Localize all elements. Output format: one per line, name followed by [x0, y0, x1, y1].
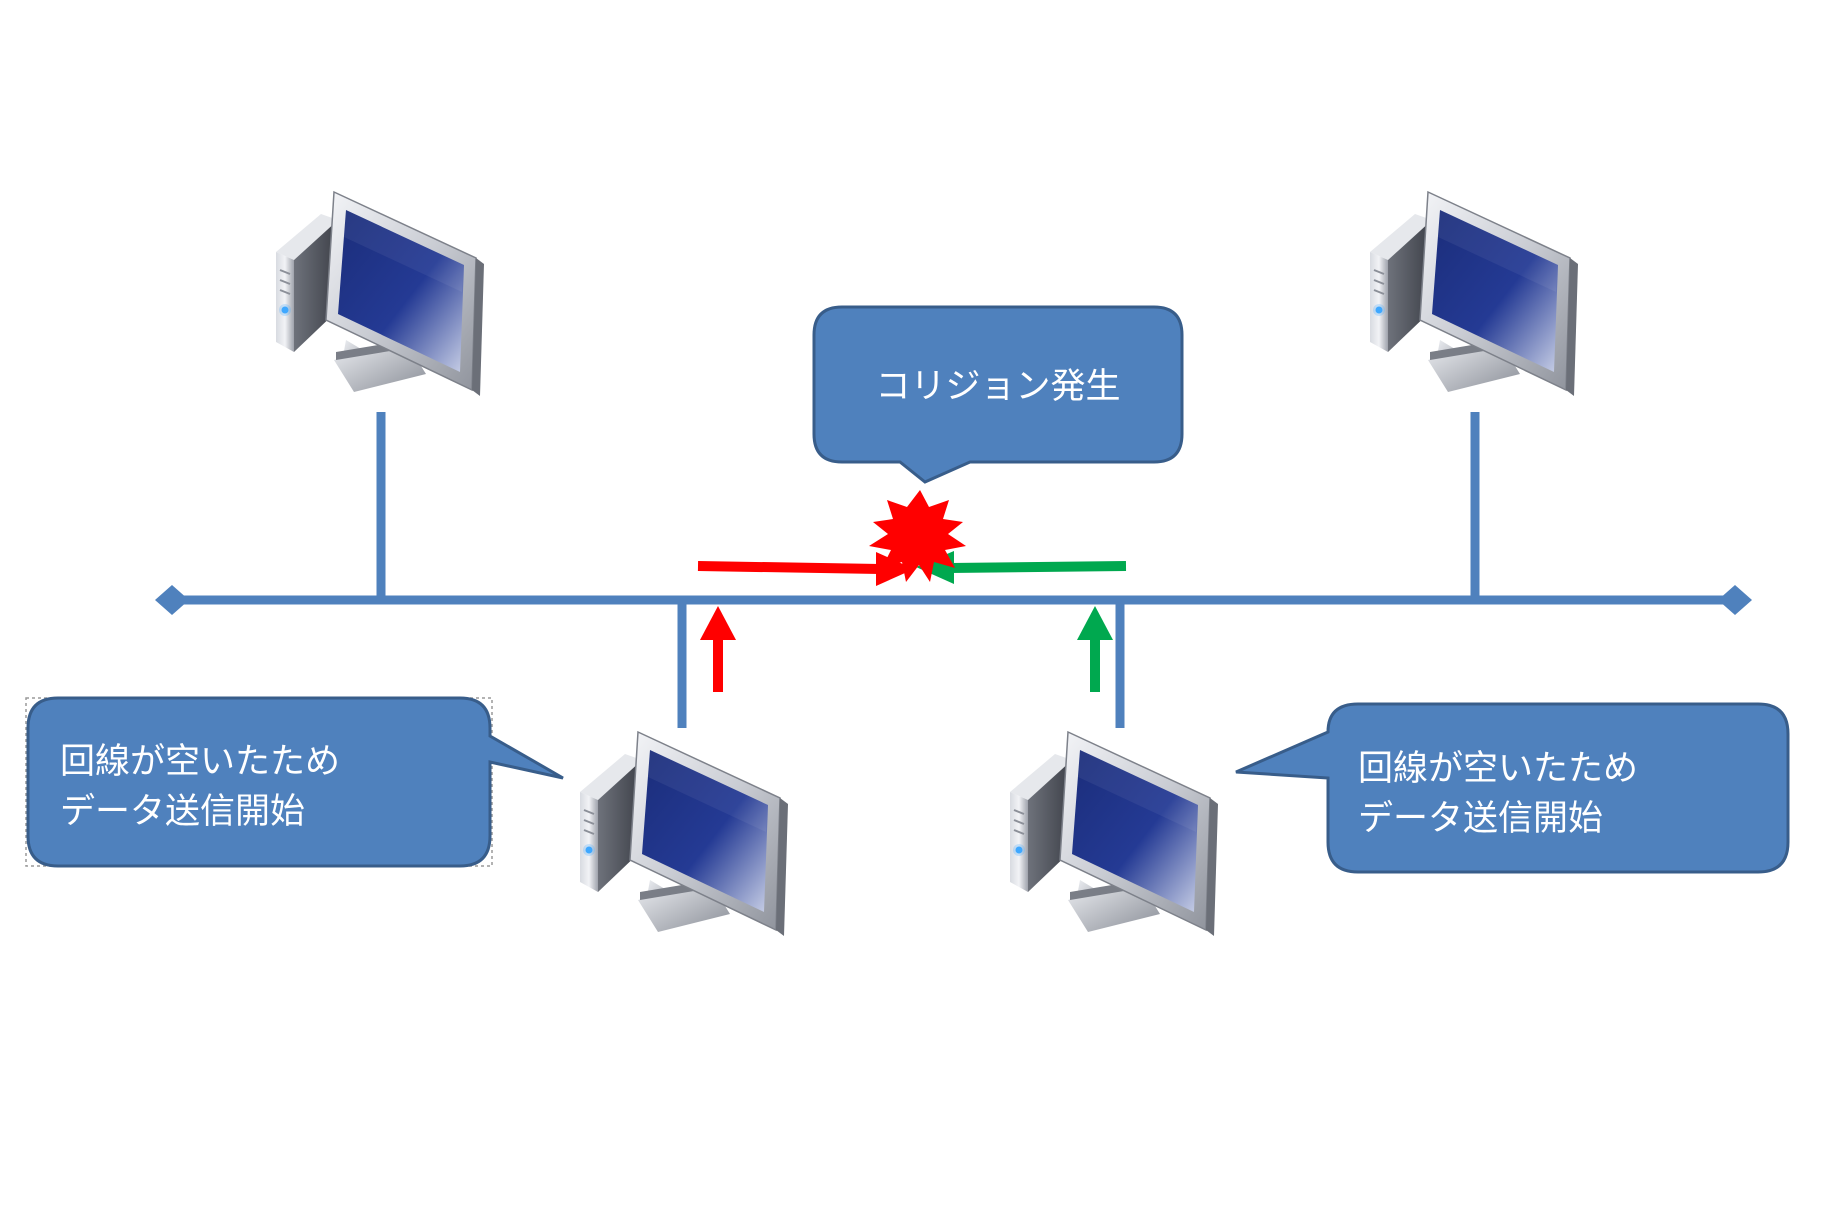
collision-callout: コリジョン発生 [812, 305, 1184, 484]
bus-right-end [1718, 585, 1752, 615]
left-signal-arrow [697, 552, 914, 586]
left-upward-arrow [700, 606, 736, 692]
left-sender-callout: 回線が空いたため データ送信開始 [25, 696, 564, 868]
right-upward-arrow [1077, 606, 1113, 692]
collision-callout-text: コリジョン発生 [875, 367, 1120, 407]
collision-burst-icon [869, 490, 966, 582]
computer-icon-top-right [1369, 191, 1579, 397]
computer-icon-bottom-right [1009, 731, 1219, 937]
right-sender-callout: 回線が空いたため データ送信開始 [1235, 702, 1790, 874]
computer-icon-bottom-left [579, 731, 789, 937]
right-sender-callout-line1: 回線が空いたため [1358, 749, 1638, 789]
computer-icon-top-left [275, 191, 485, 397]
bus-left-end [155, 585, 189, 615]
right-sender-callout-line2: データ送信開始 [1358, 799, 1603, 839]
left-sender-callout-line2: データ送信開始 [60, 792, 305, 832]
left-sender-callout-line1: 回線が空いたため [60, 742, 340, 782]
